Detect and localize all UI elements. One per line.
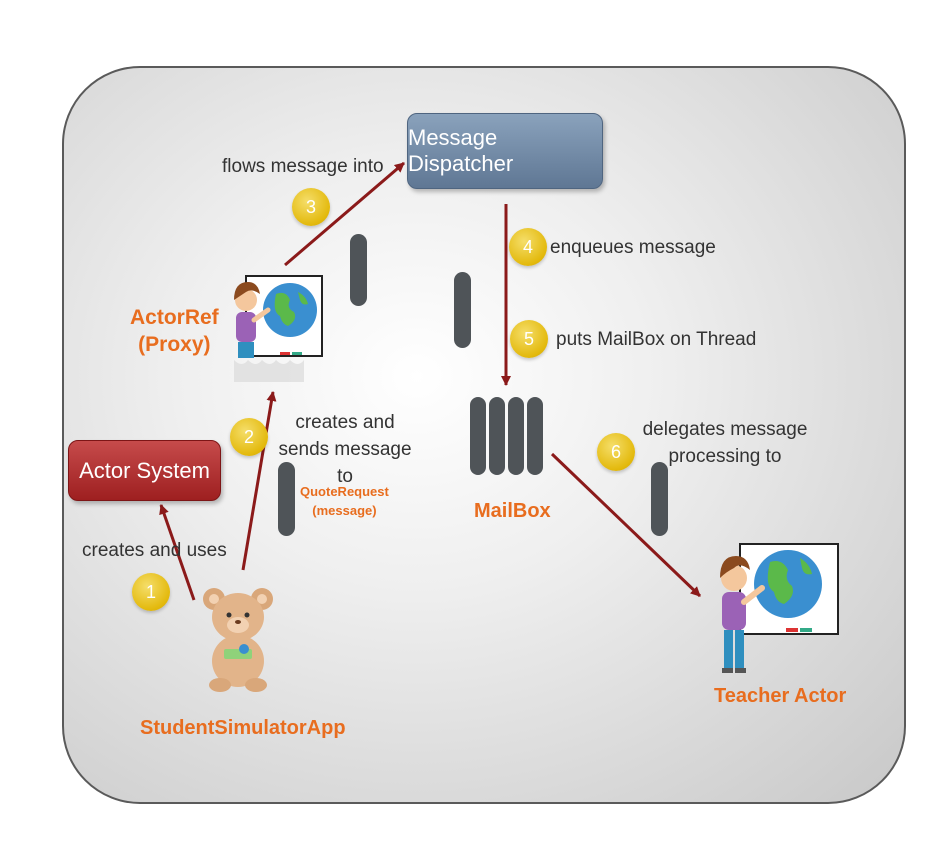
actorref-teacher-image <box>234 275 323 382</box>
actorref-label: ActorRef (Proxy) <box>130 304 219 358</box>
arrow-mailbox-to-teacher <box>550 452 702 598</box>
step-label-4: enqueues message <box>550 237 716 258</box>
step-label-6: delegates message processing to <box>642 419 808 467</box>
actor-system-box: Actor System <box>68 440 221 501</box>
actorref-label-line1: ActorRef <box>130 306 219 329</box>
actorref-label-line2: (Proxy) <box>138 333 211 356</box>
quote-request-label: QuoteRequest (message) <box>300 482 389 520</box>
mailbox-slot <box>527 397 543 475</box>
arrow-student-to-actorref <box>241 391 277 571</box>
mailbox-label: MailBox <box>474 500 551 522</box>
teacher-actor-image <box>720 543 839 673</box>
step-badge-2: 2 <box>230 418 268 456</box>
step-badge-4: 4 <box>509 228 547 266</box>
step-badge-6: 6 <box>597 433 635 471</box>
step-label-2: creates and sends message to <box>278 412 412 487</box>
message-block <box>278 462 295 536</box>
mailbox-slot <box>508 397 524 475</box>
mailbox-slot <box>470 397 486 475</box>
teacher-actor-label: Teacher Actor <box>714 685 847 707</box>
step-label-3: flows message into <box>222 156 384 177</box>
step-badge-5: 5 <box>510 320 548 358</box>
arrow-student-to-actorsystem <box>159 504 196 601</box>
step-label-1: creates and uses <box>82 540 227 561</box>
step-badge-1: 1 <box>132 573 170 611</box>
student-app-label: StudentSimulatorApp <box>140 717 346 739</box>
teddy-bear-image <box>203 588 273 692</box>
message-dispatcher-box: Message Dispatcher <box>407 113 603 189</box>
step-badge-3: 3 <box>292 188 330 226</box>
quote-request-line1: QuoteRequest <box>300 484 389 499</box>
step-label-5: puts MailBox on Thread <box>556 329 757 350</box>
mailbox-slot <box>489 397 505 475</box>
arrow-actorref-to-dispatcher <box>284 161 405 267</box>
message-block <box>350 234 367 306</box>
message-block <box>651 462 668 536</box>
quote-request-line2: (message) <box>312 503 377 518</box>
message-block <box>454 272 471 348</box>
